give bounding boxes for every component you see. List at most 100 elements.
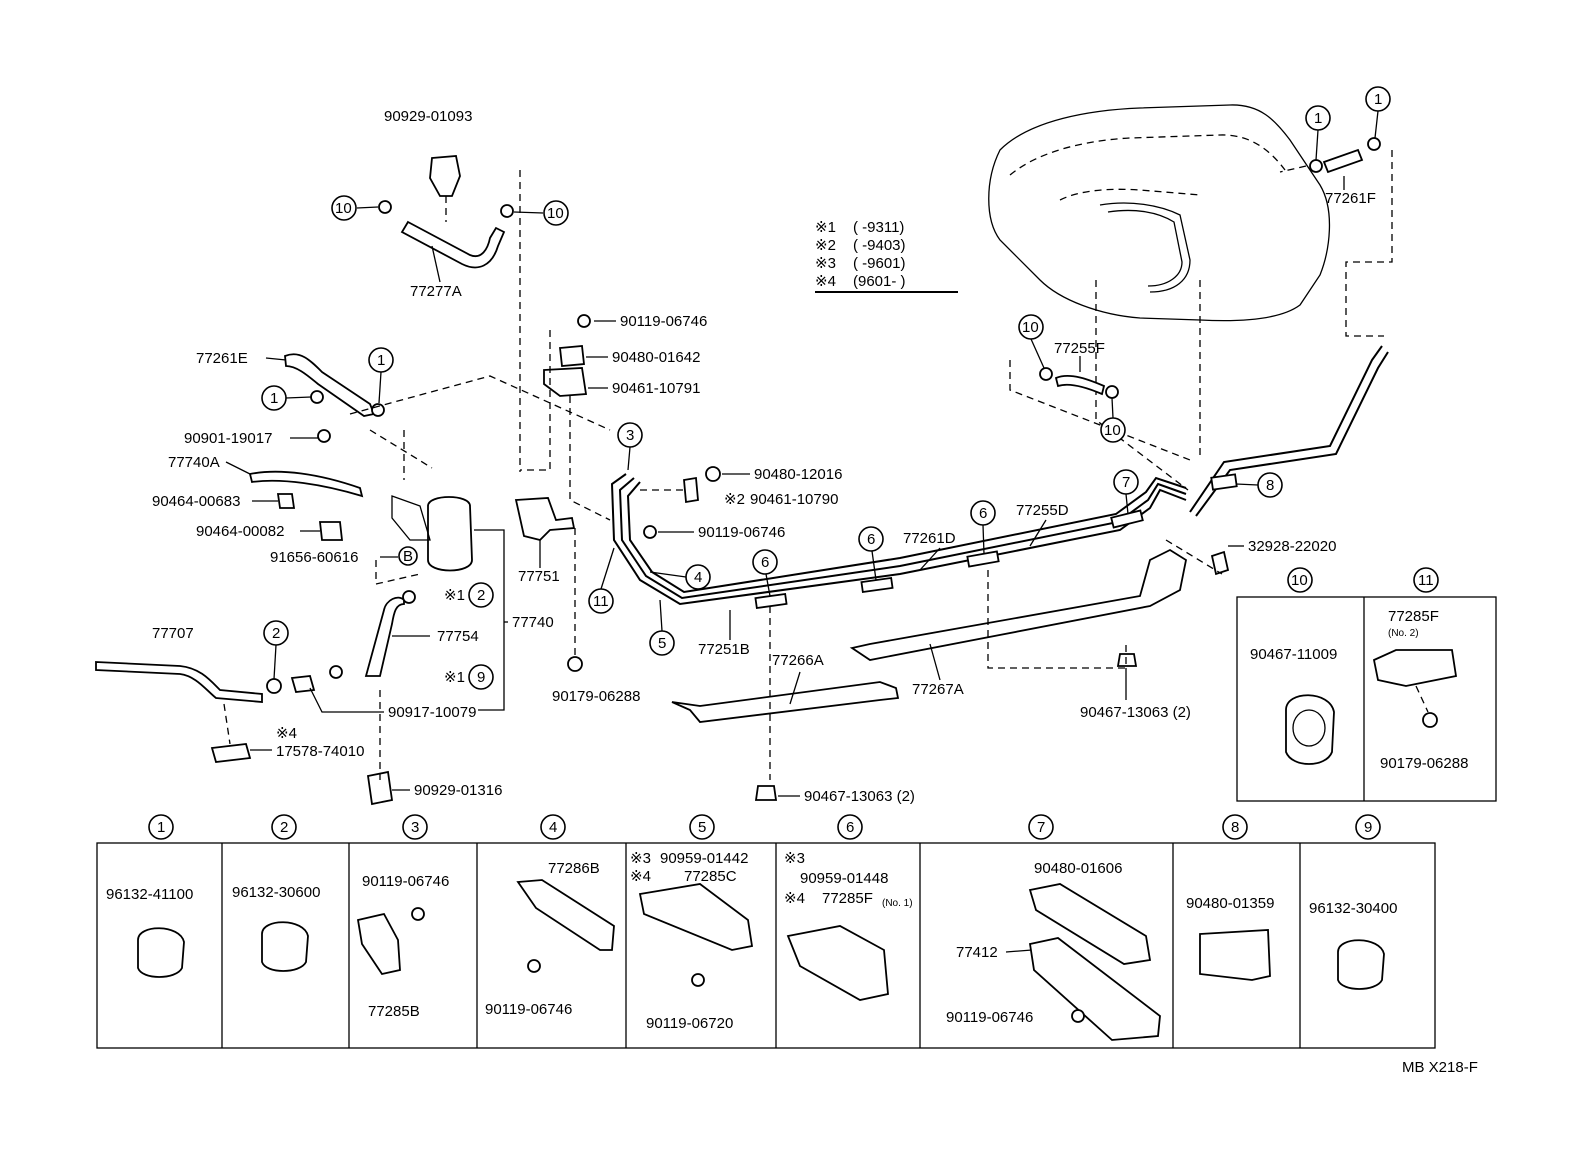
callout-11-main: 11 [588, 547, 615, 614]
cell-1-part-0: 96132-41100 [106, 886, 193, 903]
svg-text:1: 1 [1314, 110, 1322, 127]
clamp-90467-11009-ring [1292, 709, 1326, 747]
clamp-90467-11009 [1285, 694, 1335, 765]
svg-text:2: 2 [272, 625, 280, 642]
dash-vent-6 [223, 703, 231, 745]
protector-77267A [849, 548, 1188, 661]
table-head-2: 2 [271, 814, 297, 840]
inset-callout-10: 10 [1287, 567, 1313, 593]
bracket-17578-74010 [210, 743, 252, 763]
label-77740A: 77740A [168, 454, 220, 471]
hose-77754 [364, 596, 405, 677]
svg-text:5: 5 [698, 819, 706, 836]
label-77251B: 77251B [698, 641, 750, 658]
label-90464-00683: 90464-00683 [152, 493, 240, 510]
mark-4: ※4 [276, 725, 297, 742]
inset-boxes: 10 11 [1236, 567, 1497, 802]
svg-text:11: 11 [593, 593, 609, 610]
nut-90179-06288 [567, 656, 583, 672]
label-90119-06746-mid: 90119-06746 [698, 524, 785, 541]
cell-2-part-0: 96132-30600 [232, 884, 320, 901]
svg-text:8: 8 [1266, 477, 1274, 494]
pipe-77707 [95, 661, 263, 703]
svg-text:9: 9 [477, 669, 485, 686]
inset-nut-90179-06288: 90179-06288 [1380, 755, 1468, 772]
cell-4-bolt [527, 959, 541, 973]
cell-5-part-0: ※3 [630, 850, 651, 867]
leader-77266A [789, 671, 801, 705]
callout-6-a: 6 [752, 549, 778, 597]
svg-text:7: 7 [1037, 819, 1045, 836]
callout-1-d: 1 [1365, 86, 1391, 139]
label-77261D: 77261D [903, 530, 956, 547]
leader-77277A [431, 245, 441, 283]
bracket-77740 [474, 529, 505, 711]
table-head-5: 5 [689, 814, 715, 840]
label-90464-00082: 90464-00082 [196, 523, 284, 540]
cell-5-bolt [691, 973, 705, 987]
cell-5-part-3: 77285C [684, 868, 737, 885]
label-90461-10791: 90461-10791 [612, 380, 700, 397]
hose-77261F [1322, 148, 1364, 174]
table-head-1: 1 [148, 814, 174, 840]
label-77255D: 77255D [1016, 502, 1069, 519]
cell-6-part-0: ※3 [784, 850, 805, 867]
label-77740: 77740 [512, 614, 554, 631]
dash-line-3 [1095, 280, 1189, 491]
mark-1-b: ※1 [444, 669, 465, 686]
table-head-7: 7 [1028, 814, 1054, 840]
leader-77261D [919, 547, 941, 571]
leader-77740A [225, 461, 251, 475]
middle-bracket-group [514, 314, 750, 672]
clip-10-left-shape [378, 200, 392, 214]
hose-77261E [284, 353, 376, 417]
callout-1-b: 1 [261, 385, 312, 411]
clamp-6-b [860, 576, 894, 594]
legend-range-1: ( -9311) [853, 219, 904, 236]
clip-10-right-shape [500, 204, 514, 218]
leader-90917-10079 [309, 687, 384, 713]
legend-mark-1: ※1 [815, 219, 836, 236]
protector-77266A [671, 681, 900, 723]
label-90179-06288-main: 90179-06288 [552, 688, 640, 705]
clip-10-77255F-b [1105, 385, 1119, 399]
clamp-90929-01316 [366, 770, 394, 806]
svg-text:8: 8 [1231, 819, 1239, 836]
callout-2-b: 2 [263, 620, 289, 680]
label-77267A: 77267A [912, 681, 964, 698]
cell-4-part-0: 77286B [548, 860, 600, 877]
clamp-6-c [966, 550, 1000, 568]
svg-text:9: 9 [1364, 819, 1372, 836]
dash-vent-3 [369, 429, 433, 469]
fuel-line-77261D-b [618, 477, 1187, 600]
bracket-77751 [514, 497, 576, 541]
cell-7-bracket [1028, 937, 1161, 1041]
callout-1-a: 1 [368, 347, 394, 404]
clamp-90929-01093-shape [429, 155, 461, 197]
svg-text:6: 6 [867, 531, 875, 548]
callout-6-b: 6 [858, 526, 884, 581]
callout-8: 8 [1235, 472, 1283, 498]
clamp-77285F-no2 [1372, 649, 1458, 687]
vent-and-canister-group: B [95, 353, 611, 806]
callout-10-a: 10 [331, 195, 379, 221]
callout-2-a: 2 [468, 582, 494, 608]
legend-range-4: (9601- ) [853, 273, 906, 290]
clip-90464-00683 [276, 493, 296, 509]
label-77277A: 77277A [410, 283, 462, 300]
nut-90179-06288-inset [1422, 712, 1438, 728]
cell-8-part-0: 90480-01359 [1186, 895, 1274, 912]
hose-77255F [1054, 374, 1106, 396]
legend-range-2: ( -9403) [853, 237, 906, 254]
cell-6-clamp [786, 925, 889, 1001]
cell-7-clamp [1028, 883, 1152, 965]
dash-line-2 [987, 570, 1127, 669]
clamp-77261F-b [1367, 137, 1381, 151]
svg-text:10: 10 [547, 205, 564, 222]
svg-text:1: 1 [157, 819, 165, 836]
legend-range-3: ( -9601) [853, 255, 906, 272]
svg-text:10: 10 [335, 200, 352, 217]
svg-text:5: 5 [658, 635, 666, 652]
hose-77277A [400, 220, 506, 269]
circle-b-text: B [403, 548, 413, 565]
